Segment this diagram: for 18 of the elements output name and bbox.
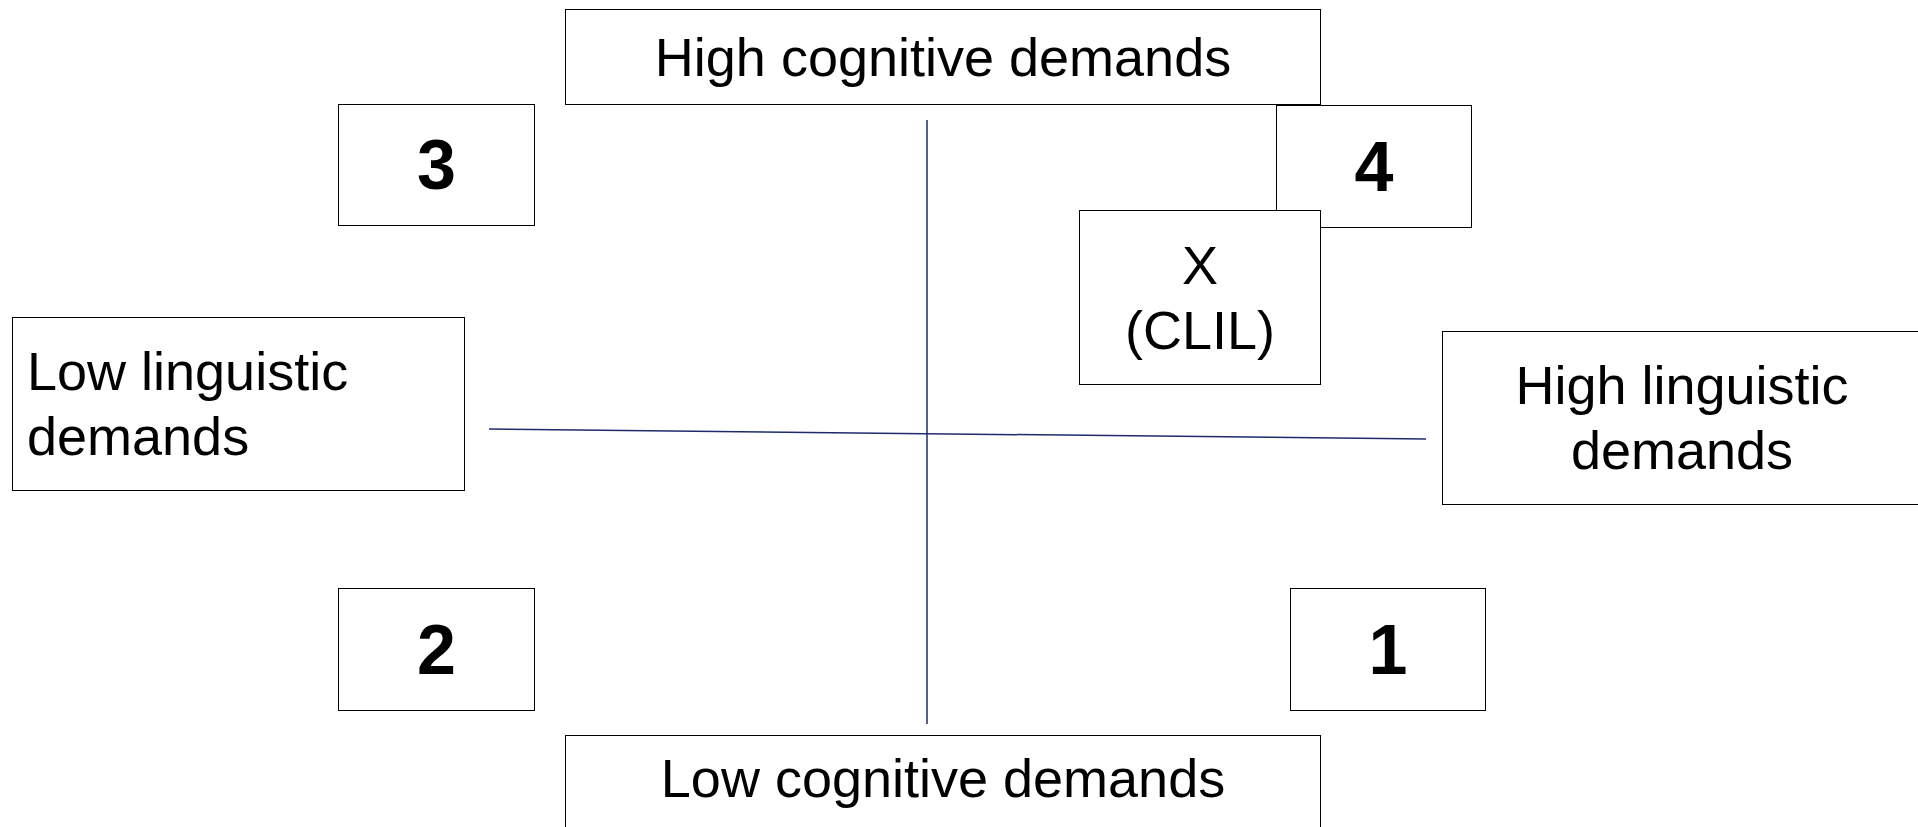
quadrant-number-box	[1276, 105, 1472, 228]
axis-label-box	[1442, 331, 1918, 505]
quadrant-number: 3	[417, 125, 456, 206]
quadrant-number-box	[338, 588, 535, 711]
quadrant-number-box	[1290, 588, 1486, 711]
axis-label-box	[565, 9, 1321, 105]
box-label: Low cognitive demands	[660, 747, 1226, 810]
box-label: High linguistic demands	[1514, 354, 1850, 482]
axis-label-box	[565, 735, 1321, 827]
box-label: X (CLIL)	[1125, 233, 1275, 362]
box-label: Low linguistic demands	[26, 340, 350, 468]
axis-label-box	[12, 317, 465, 491]
quadrant-number: 2	[417, 609, 456, 691]
box-label: High cognitive demands	[654, 25, 1232, 89]
quadrant-number-box	[338, 104, 535, 226]
marker-box	[1079, 210, 1321, 385]
quadrant-number: 4	[1354, 126, 1394, 208]
quadrant-number: 1	[1368, 609, 1408, 691]
